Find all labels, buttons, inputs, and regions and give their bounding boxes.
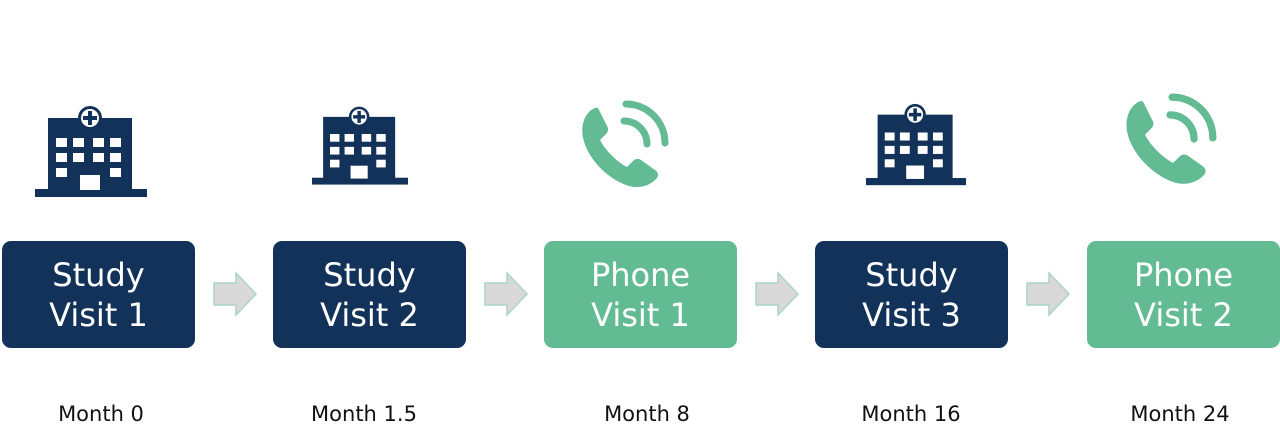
visit-box-phone-2: Phone Visit 2 [1087,241,1280,348]
month-label: Month 0 [58,402,144,426]
visit-box-line1: Phone [1133,255,1234,294]
visit-box-line2: Visit 2 [1134,295,1233,334]
hospital-icon [35,106,147,197]
month-label: Month 1.5 [311,402,417,426]
arrow-right-icon [213,271,258,317]
visit-box-line2: Visit 1 [49,295,148,334]
arrow-right-icon [484,271,529,317]
month-label: Month 16 [861,402,961,426]
arrow-right-icon [755,271,800,317]
hospital-icon [312,106,408,185]
visit-box-study-1: Study Visit 1 [2,241,195,348]
visit-box-study-3: Study Visit 3 [815,241,1008,348]
phone-icon [582,100,669,188]
visit-box-line1: Study [865,255,958,294]
visit-box-line2: Visit 2 [320,295,419,334]
visit-box-line2: Visit 1 [591,295,690,334]
arrow-right-icon [1026,271,1071,317]
visit-box-line1: Phone [590,255,691,294]
hospital-icon [866,103,966,186]
visit-box-line1: Study [52,255,145,294]
visit-box-phone-1: Phone Visit 1 [544,241,737,348]
visit-box-study-2: Study Visit 2 [273,241,466,348]
month-label: Month 24 [1130,402,1230,426]
month-label: Month 8 [604,402,690,426]
phone-icon [1126,93,1217,184]
visit-box-line2: Visit 3 [862,295,961,334]
visit-box-line1: Study [323,255,416,294]
